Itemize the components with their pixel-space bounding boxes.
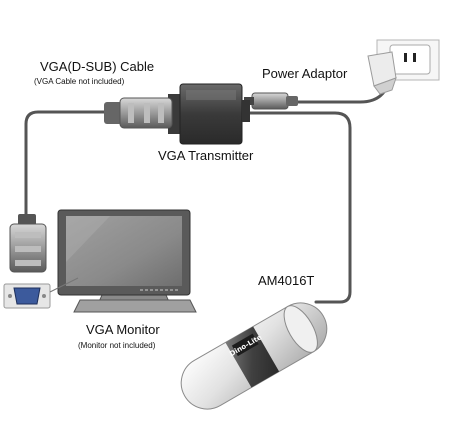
power-adaptor-label: Power Adaptor <box>262 66 348 81</box>
dc-power-plug <box>244 92 298 110</box>
vga-monitor-label: VGA Monitor <box>86 322 160 337</box>
vga-transmitter-label: VGA Transmitter <box>158 148 254 163</box>
model-label: AM4016T <box>258 273 315 288</box>
transmitter-to-camera-cable <box>242 111 352 304</box>
vga-cable-note: (VGA Cable not included) <box>34 77 125 86</box>
vga-monitor-note: (Monitor not included) <box>78 341 156 350</box>
power-adaptor-plug <box>367 39 440 95</box>
port-pointer <box>49 277 79 293</box>
vga-transmitter-box <box>168 83 250 145</box>
vga-cable-label: VGA(D-SUB) Cable <box>40 59 155 74</box>
vga-cable-line <box>24 110 106 220</box>
vga-connector-bottom <box>9 214 47 273</box>
vga-port <box>3 283 51 309</box>
am4016t-device: Dino-Lite <box>180 302 328 410</box>
vga-connector-top <box>104 97 173 129</box>
vga-monitor <box>57 209 197 313</box>
